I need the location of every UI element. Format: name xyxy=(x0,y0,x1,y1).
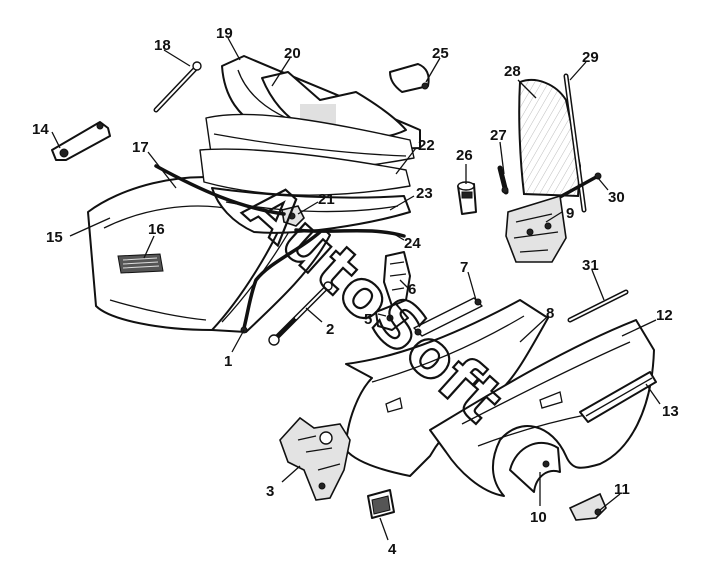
quarter-trim-strip xyxy=(579,371,657,423)
callout-18: 18 xyxy=(154,37,171,54)
callout-27: 27 xyxy=(490,127,507,144)
callout-5: 5 xyxy=(364,311,372,328)
leader-lines xyxy=(51,37,661,541)
side-marker xyxy=(367,489,395,519)
callout-30: 30 xyxy=(608,189,625,206)
window-regulator-housing xyxy=(505,194,567,263)
callout-9: 9 xyxy=(566,205,574,222)
callout-2: 2 xyxy=(326,321,334,338)
callout-25: 25 xyxy=(432,45,449,62)
callout-17: 17 xyxy=(132,139,149,156)
callout-4: 4 xyxy=(388,541,397,558)
glass-seal xyxy=(563,73,587,213)
trim-rail xyxy=(413,297,483,337)
lid-strut xyxy=(153,61,202,113)
sill-rod xyxy=(567,289,629,323)
callout-22: 22 xyxy=(418,137,435,154)
rear-quarter-panel xyxy=(429,319,655,497)
latch-bracket xyxy=(51,121,111,161)
wheel-arch-liner xyxy=(509,442,561,493)
front-bracket xyxy=(279,416,351,501)
callout-7: 7 xyxy=(460,259,468,276)
callout-13: 13 xyxy=(662,403,679,420)
callout-labels: 1 2 3 4 5 6 7 8 9 10 11 12 13 14 15 16 1… xyxy=(32,25,679,558)
actuator xyxy=(457,181,477,215)
callout-31: 31 xyxy=(582,257,599,274)
callout-29: 29 xyxy=(582,49,599,66)
quarter-glass xyxy=(518,79,582,198)
callout-11: 11 xyxy=(614,481,630,498)
callout-1: 1 xyxy=(224,353,232,370)
callout-14: 14 xyxy=(32,121,49,138)
callout-10: 10 xyxy=(530,509,547,526)
callout-21: 21 xyxy=(318,191,335,208)
callout-19: 19 xyxy=(216,25,233,42)
latch xyxy=(281,205,305,227)
gas-strut xyxy=(268,281,333,346)
pin xyxy=(497,165,509,195)
cover-plate xyxy=(389,63,430,93)
rear-bracket xyxy=(568,492,607,521)
release-cable xyxy=(154,164,406,238)
hinge-mount xyxy=(375,303,409,331)
callout-15: 15 xyxy=(46,229,63,246)
callout-20: 20 xyxy=(284,45,301,62)
emblem-grille xyxy=(117,253,164,274)
callout-26: 26 xyxy=(456,147,473,164)
callout-23: 23 xyxy=(416,185,433,202)
callout-24: 24 xyxy=(404,235,421,252)
callout-3: 3 xyxy=(266,483,274,500)
callout-16: 16 xyxy=(148,221,165,238)
callout-6: 6 xyxy=(408,281,416,298)
callout-8: 8 xyxy=(546,305,554,322)
callout-28: 28 xyxy=(504,63,521,80)
callout-12: 12 xyxy=(656,307,673,324)
seal-frame xyxy=(199,113,415,196)
hinge-unit xyxy=(383,251,411,307)
